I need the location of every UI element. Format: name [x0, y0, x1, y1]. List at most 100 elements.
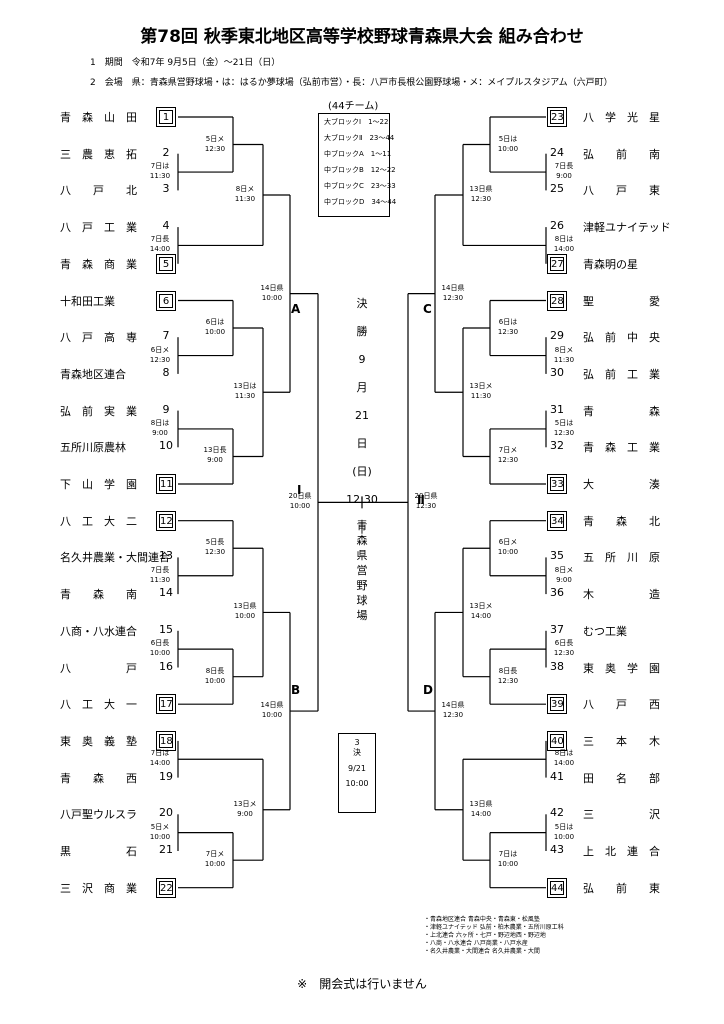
- match-time: 14:00: [149, 245, 171, 254]
- team-number: 11: [159, 477, 173, 491]
- block-label-d: D: [423, 683, 433, 697]
- match-time: 12:30: [442, 711, 464, 720]
- team-notes: ・青森地区連合 青森中央・青森東・松風塾 ・津軽ユナイテッド 弘前・柏木農業・五…: [424, 916, 564, 956]
- venue-info: 2 会場 県：青森県営野球場・は：はるか夢球場（弘前市営）・長：八戸市長根公園野…: [90, 78, 613, 88]
- seed-box: 39: [547, 694, 567, 715]
- team-number: 17: [159, 697, 173, 712]
- match-time: 9:00: [556, 172, 572, 181]
- team-number: 43: [550, 843, 564, 856]
- team-number: 35: [550, 549, 564, 563]
- seed-box: 6: [156, 290, 176, 311]
- note-line: ・上北連合 六ヶ所・七戸・野辺地西・野辺地: [424, 932, 546, 939]
- match-time: 10:00: [204, 676, 226, 685]
- final-info-char: |: [360, 521, 364, 534]
- team-number: 18: [159, 733, 173, 748]
- team-name: 八 戸 高 専: [60, 331, 137, 345]
- match-date: 8日メ: [235, 184, 255, 193]
- match-time: 11:30: [234, 194, 256, 203]
- match-time: 10:00: [204, 860, 226, 869]
- team-name: 名久井農業・大間連合: [60, 551, 170, 565]
- team-name: 青 森 商 業: [60, 257, 137, 271]
- team-number: 8: [162, 365, 170, 379]
- match-date: 8日メ: [554, 345, 574, 354]
- match-date: 8日は: [150, 418, 170, 427]
- team-name: 八 戸 北: [60, 184, 137, 198]
- seed-box: 17: [156, 694, 176, 715]
- team-name: 津軽ユナイテッド: [583, 221, 671, 235]
- match-time: 12:30: [553, 649, 575, 658]
- team-name: 青森明の星: [583, 257, 638, 271]
- team-name: 三 本 木: [583, 734, 660, 748]
- third-place-line: 3: [354, 738, 360, 747]
- team-number: 27: [550, 256, 564, 271]
- team-name: 三 沢 商 業: [60, 881, 137, 895]
- final-info-char: 県: [356, 549, 368, 562]
- match-time: 9:00: [556, 575, 572, 584]
- final-info-char: (日): [352, 465, 372, 478]
- match-time: 12:30: [415, 502, 437, 511]
- team-number: 40: [550, 733, 564, 748]
- seed-box: 18: [156, 730, 176, 751]
- team-name: むつ工業: [583, 624, 627, 638]
- match-date: 7日メ: [205, 850, 225, 859]
- match-date: 8日は: [554, 235, 574, 244]
- match-date: 14日県: [260, 701, 284, 710]
- seed-box: 28: [547, 290, 567, 311]
- match-time: 14:00: [470, 809, 492, 818]
- final-info-char: 球: [356, 594, 368, 607]
- third-place-line: 決: [353, 748, 361, 757]
- team-number: 26: [550, 219, 564, 233]
- team-number: 7: [162, 329, 170, 343]
- team-name: 黒 石: [60, 845, 137, 858]
- third-place-line: 10:00: [345, 779, 369, 788]
- page-title: 第78回 秋季東北地区高等学校野球青森県大会 組み合わせ: [140, 27, 584, 47]
- block-label-1: Ⅰ: [297, 483, 302, 497]
- match-time: 11:30: [149, 172, 171, 181]
- match-time: 10:00: [261, 293, 283, 302]
- team-number: 14: [159, 586, 173, 600]
- seed-box: 33: [547, 474, 567, 494]
- seed-box: 12: [156, 510, 176, 531]
- block-legend-item: 大ブロックⅡ 23〜44: [324, 134, 395, 142]
- match-time: 10:00: [261, 711, 283, 720]
- match-date: 13日メ: [233, 799, 257, 808]
- note-line: ・青森地区連合 青森中央・青森東・松風塾: [424, 916, 540, 923]
- match-time: 12:30: [497, 676, 519, 685]
- match-date: 5日メ: [205, 134, 225, 143]
- match-date: 5日長: [205, 538, 225, 547]
- seed-box: 11: [156, 474, 176, 494]
- match-time: 10:00: [553, 832, 575, 841]
- note-line: ・名久井農業・大間連合 名久井農業・大間: [424, 948, 540, 955]
- block-label-b: B: [291, 683, 301, 697]
- team-number: 16: [159, 659, 173, 673]
- match-date: 13日県: [469, 799, 493, 808]
- match-date: 13日メ: [469, 602, 493, 611]
- final-info-char: 月: [356, 381, 368, 394]
- final-info-char: 場: [356, 609, 368, 622]
- team-number: 13: [159, 549, 173, 563]
- team-number: 21: [159, 843, 173, 856]
- team-name: 弘 前 実 業: [60, 404, 137, 418]
- seed-box: 1: [156, 107, 176, 127]
- team-name: 弘 前 南: [583, 147, 660, 161]
- team-name: 八 戸 東: [583, 184, 660, 198]
- match-time: 10:00: [497, 144, 519, 153]
- team-name: 青 森 山 田: [60, 111, 137, 124]
- match-date: 14日県: [441, 283, 465, 292]
- match-date: 7日メ: [498, 446, 518, 455]
- match-date: 7日は: [150, 162, 170, 171]
- match-date: 7日は: [150, 749, 170, 758]
- team-number: 34: [550, 513, 564, 528]
- final-info-char: 勝: [356, 325, 368, 338]
- match-date: 20日県: [414, 492, 438, 501]
- final-info-char: 青: [356, 519, 368, 532]
- final-info-char: 21: [355, 409, 369, 422]
